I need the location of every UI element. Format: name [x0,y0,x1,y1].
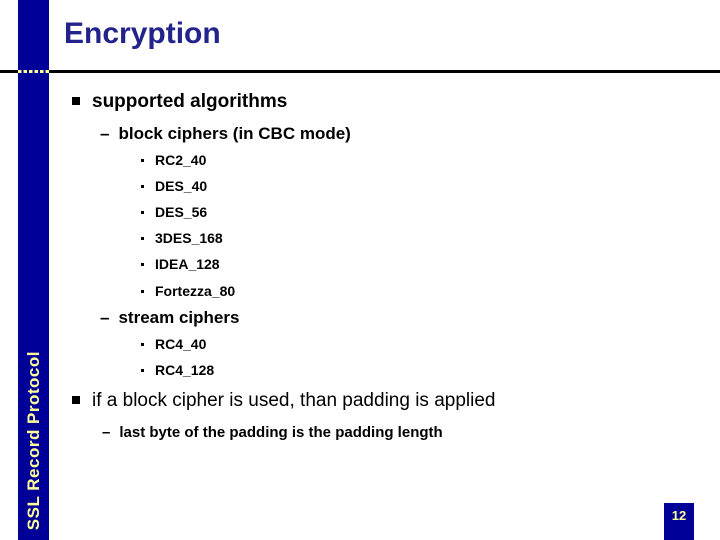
sub-bullet-block-ciphers: block ciphers (in CBC mode) [100,124,351,144]
dot-bullet-icon [141,159,144,162]
dot-bullet-icon [141,185,144,188]
list-item-text: Fortezza_80 [155,283,236,299]
list-item-text: 3DES_168 [155,230,223,246]
dash-bullet-icon [100,308,109,328]
list-item-cipher: IDEA_128 [141,256,220,273]
page-number: 12 [671,508,687,523]
slide-title: Encryption [64,17,221,50]
sub-bullet-stream-ciphers: stream ciphers [100,308,239,328]
list-item-cipher: RC2_40 [141,152,206,169]
sidebar-bar: SSL Record Protocol [18,0,49,540]
bullet-padding-rule: if a block cipher is used, than padding … [72,390,495,411]
list-item-text: DES_56 [155,204,208,220]
list-item-text: IDEA_128 [155,256,220,272]
sub-bullet-last-byte: last byte of the padding is the padding … [102,424,443,442]
dash-bullet-icon [102,424,110,441]
list-item-cipher: Fortezza_80 [141,283,235,300]
list-item-cipher: RC4_40 [141,336,206,353]
dash-bullet-icon [100,124,109,144]
list-item-text: RC4_128 [155,362,215,378]
dot-bullet-icon [141,211,144,214]
dot-bullet-icon [141,237,144,240]
dot-bullet-icon [141,343,144,346]
list-item-cipher: DES_40 [141,178,207,195]
sub-heading-text: last byte of the padding is the padding … [119,424,443,441]
dot-bullet-icon [141,263,144,266]
list-item-cipher: 3DES_168 [141,230,223,247]
title-divider-line [0,70,720,73]
divider-dashes-icon [18,70,49,73]
list-item-text: RC2_40 [155,152,207,168]
dot-bullet-icon [141,369,144,372]
list-item-cipher: RC4_128 [141,362,214,379]
heading-text: supported algorithms [92,91,288,112]
square-bullet-icon [72,396,80,404]
page-number-badge: 12 [664,503,694,540]
heading-text: if a block cipher is used, than padding … [92,390,496,411]
square-bullet-icon [72,97,80,105]
sub-heading-text: stream ciphers [118,308,240,327]
list-item-text: RC4_40 [155,336,207,352]
sidebar-vertical-label: SSL Record Protocol [23,350,43,530]
sub-heading-text: block ciphers (in CBC mode) [118,124,351,143]
list-item-text: DES_40 [155,178,208,194]
bullet-supported-algorithms: supported algorithms [72,91,287,112]
dot-bullet-icon [141,290,144,293]
list-item-cipher: DES_56 [141,204,207,221]
